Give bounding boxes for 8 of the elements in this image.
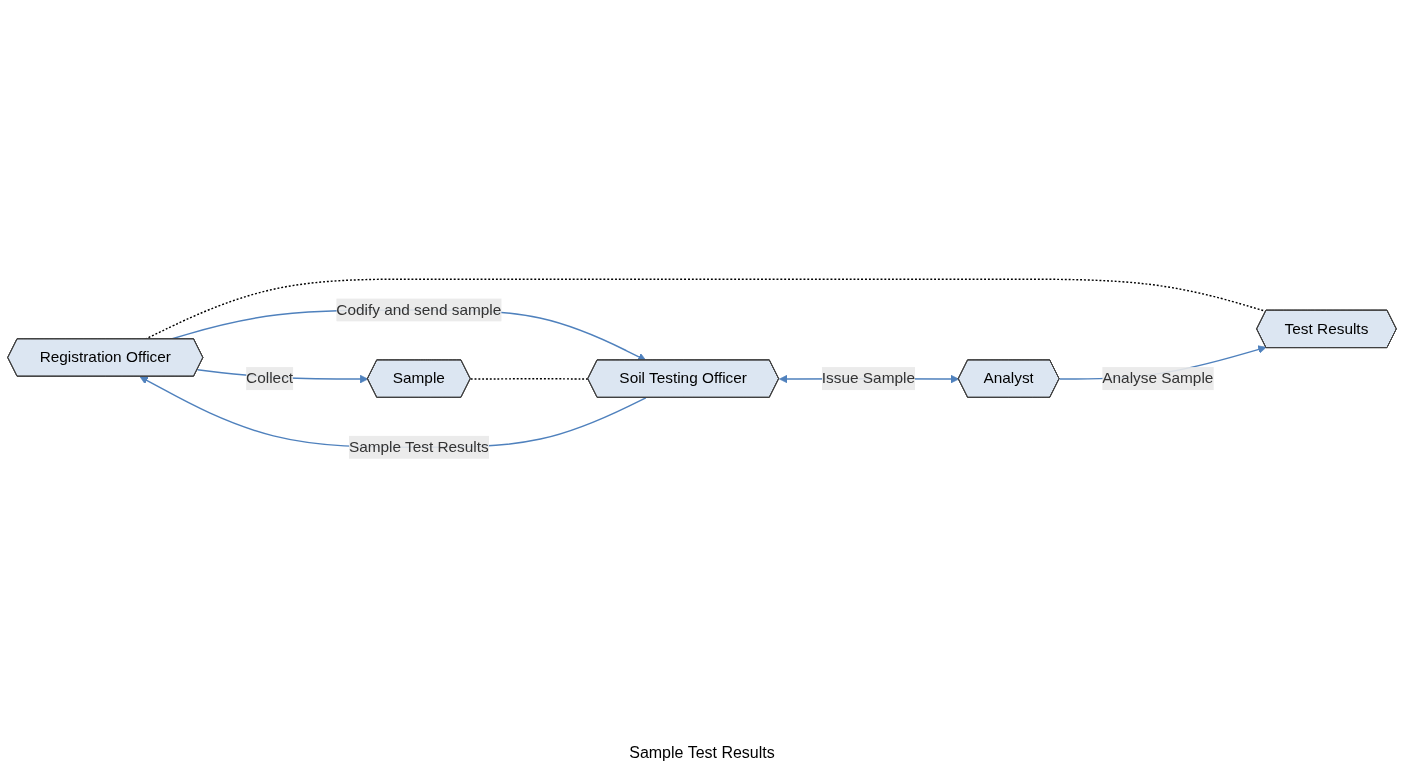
note-text: Sample Test Results (629, 744, 775, 762)
edge-label: Issue Sample (821, 369, 915, 387)
arrow (139, 376, 647, 449)
edge-label: Sample Test Results (348, 438, 489, 455)
edge-label: Codify and send sample (336, 301, 502, 318)
edge-label: Analyse Sample (1102, 369, 1214, 387)
edge-label: Collect (246, 369, 294, 387)
connector (469, 378, 589, 380)
